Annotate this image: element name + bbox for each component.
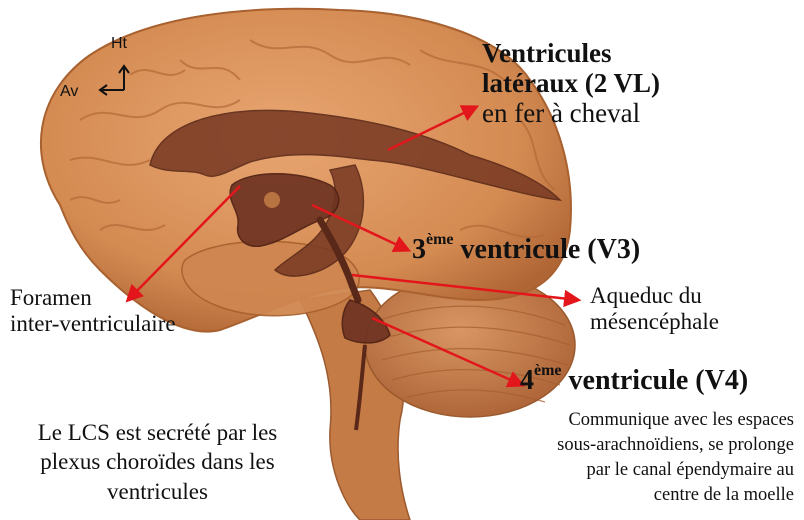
- aqueduct-label: Aqueduc du mésencéphale: [590, 283, 719, 335]
- fourth-ventricle-text: ventricule (V4): [562, 365, 749, 396]
- foramen-line-2: inter-ventriculaire: [10, 311, 176, 337]
- aqueduct-line-2: mésencéphale: [590, 309, 719, 335]
- third-ventricle-text: ventricule (V3): [454, 234, 641, 265]
- lateral-ventricles-label: Ventricules latéraux (2 VL) en fer à che…: [482, 38, 660, 129]
- description-line: centre de la moelle: [557, 483, 794, 508]
- fourth-ventricle-description: Communique avec les espaces sous-arachno…: [557, 408, 794, 508]
- up-direction-label: Ht: [111, 35, 127, 53]
- lateral-ventricles-title-1: Ventricules: [482, 38, 660, 68]
- fourth-ventricle-superscript: ème: [534, 362, 562, 379]
- front-direction-label: Av: [60, 83, 78, 101]
- description-line: sous-arachnoïdiens, se prolonge: [557, 433, 794, 458]
- description-line: par le canal épendymaire au: [557, 458, 794, 483]
- fourth-ventricle-number: 4: [520, 365, 534, 396]
- lateral-ventricles-title-2: latéraux (2 VL): [482, 68, 660, 98]
- foramen-line-1: Foramen: [10, 285, 176, 311]
- lateral-ventricles-subtitle: en fer à cheval: [482, 98, 660, 128]
- description-line: Communique avec les espaces: [557, 408, 794, 433]
- third-ventricle-label: 3ème ventricule (V3): [412, 234, 640, 265]
- fourth-ventricle-label: 4ème ventricule (V4): [520, 365, 748, 396]
- third-ventricle-number: 3: [412, 234, 426, 265]
- third-ventricle-superscript: ème: [426, 231, 454, 248]
- aqueduct-line-1: Aqueduc du: [590, 283, 719, 309]
- csf-note: Le LCS est secrété par les plexus choroï…: [10, 418, 305, 506]
- foramen-label: Foramen inter-ventriculaire: [10, 285, 176, 337]
